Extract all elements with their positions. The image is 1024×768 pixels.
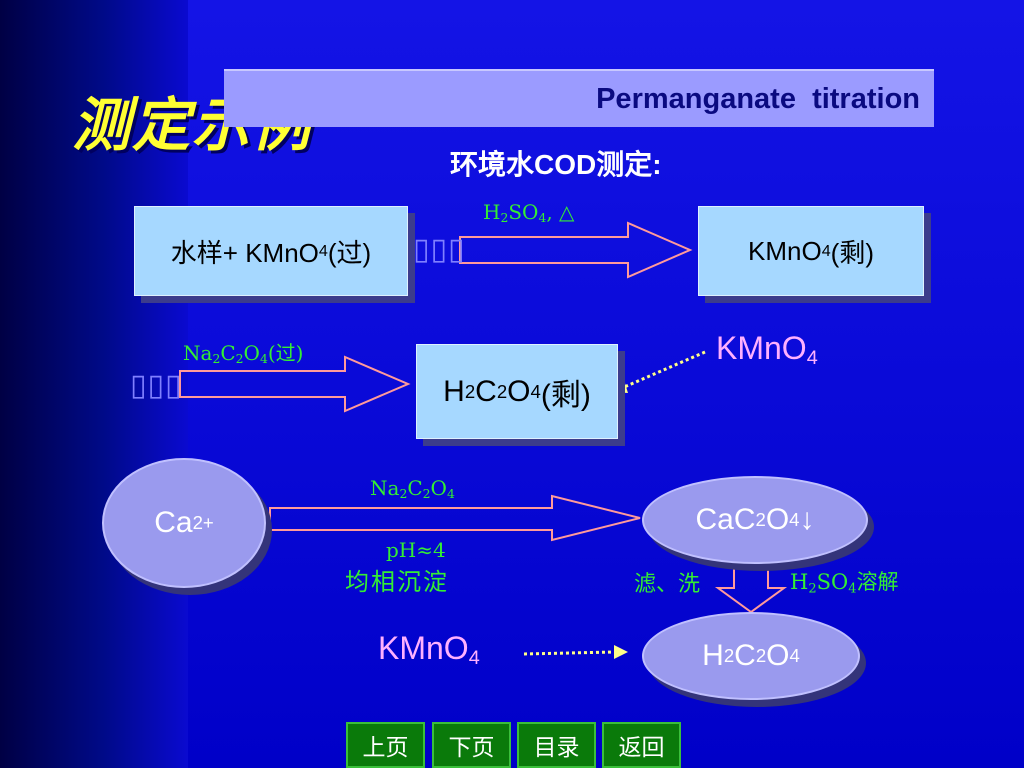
arrow-top-label-step3: Na2C2O4 [370, 476, 455, 501]
arrow-step1 [459, 221, 693, 279]
kmno4-remaining-suffix: (剩) [830, 237, 874, 268]
na2c2o4-s3: 4 [259, 351, 268, 367]
titrant2-a: KMnO [716, 330, 807, 366]
h2so4-suffix: , △ [546, 200, 575, 224]
na2c2o4-a: Na [183, 341, 213, 365]
h2c2o4b-c: O [766, 639, 790, 672]
na2c2o4b-b: C [407, 476, 423, 500]
h2so4-h: H [483, 200, 501, 224]
homogeneous-precipitation-label: 均相沉淀 [345, 568, 449, 596]
arrow-down [714, 561, 788, 614]
h2c2o4b-s2: 2 [755, 645, 767, 666]
ph-label: pH≈4 [386, 538, 446, 562]
h2c2o4b-a: H [702, 639, 724, 672]
subtitle: 环境水COD测定: [450, 149, 662, 180]
ca-sup: 2+ [192, 512, 214, 533]
cac2o4-a: CaC [695, 503, 756, 536]
dissolve-label: H2SO4溶解 [790, 566, 899, 596]
arrow-step3 [269, 494, 641, 542]
na2c2o4b-s1: 2 [399, 486, 408, 502]
filter-wash-label: 滤、洗 [634, 572, 701, 597]
na2c2o4-c: O [243, 341, 260, 365]
arrow-label-step1: H2SO4, △ [483, 200, 574, 225]
dissolve-a: H [790, 570, 809, 594]
header-text: Permanganate titration [596, 83, 920, 115]
precipitate-arrow-icon: ↓ [799, 503, 815, 536]
titrant3-s: 4 [468, 646, 480, 669]
cac2o4-s1: 2 [755, 509, 766, 530]
h2c2o4b-s1: 2 [723, 645, 735, 666]
h2c2o4b-s3: 4 [789, 645, 800, 666]
h2so4-so: SO [508, 200, 539, 224]
dotted-arrow-step3 [523, 650, 615, 656]
na2c2o4b-s2: 2 [422, 486, 431, 502]
na2c2o4-s2: 2 [235, 351, 244, 367]
prev-page-button[interactable]: 上页 [346, 722, 425, 768]
titrant-label-step3: KMnO4 [378, 630, 480, 670]
connector-glyph-step2: ▯▯▯ [130, 368, 183, 403]
na2c2o4b-s3: 4 [446, 486, 455, 502]
dotted-arrow-head-step3 [614, 645, 628, 659]
na2c2o4-suffix: (过) [267, 341, 304, 365]
cac2o4-s2: 4 [789, 509, 800, 530]
dissolve-s1: 2 [808, 581, 817, 597]
table-of-contents-button[interactable]: 目录 [517, 722, 596, 768]
kmno4-remaining-prefix: KMnO [748, 235, 822, 266]
connector-glyph-step1: ▯▯▯ [413, 232, 466, 267]
dissolve-b: SO [816, 570, 849, 594]
sample-box-suffix: (过) [327, 237, 372, 268]
h2c2o4b-b: C [734, 639, 756, 672]
dissolve-s2: 4 [848, 581, 857, 597]
h2c2o4-a: H [443, 374, 465, 408]
h2c2o4-s2: 2 [496, 380, 508, 402]
titrant-label-step2: KMnO4 [716, 330, 818, 370]
sample-box-sub: 4 [318, 241, 328, 260]
h2c2o4-s3: 4 [530, 380, 541, 402]
h2c2o4-b: C [475, 374, 497, 408]
dissolve-suffix: 溶解 [856, 570, 899, 594]
back-button[interactable]: 返回 [602, 722, 681, 768]
titrant3-a: KMnO [378, 630, 469, 666]
titrant2-s: 4 [806, 346, 818, 369]
sample-box-prefix: 水样+ KMnO [170, 237, 319, 268]
h2so4-s1: 2 [500, 210, 509, 226]
arrow-step2 [179, 355, 411, 413]
kmno4-remaining-sub: 4 [821, 241, 831, 260]
cac2o4-b: O [765, 503, 790, 536]
h2c2o4-suffix: (剩) [540, 378, 591, 412]
h2so4-s2: 4 [538, 210, 547, 226]
left-gradient-band [0, 0, 188, 768]
arrow-label-step2: Na2C2O4(过) [183, 337, 303, 366]
na2c2o4-b: C [220, 341, 236, 365]
header-bar: Permanganate titration [224, 69, 934, 127]
na2c2o4-s1: 2 [212, 351, 221, 367]
ca-a: Ca [154, 506, 193, 539]
h2c2o4-c: O [507, 374, 531, 408]
dotted-arrow-step2 [621, 350, 706, 390]
next-page-button[interactable]: 下页 [432, 722, 511, 768]
h2c2o4-s1: 2 [464, 380, 476, 402]
na2c2o4b-a: Na [370, 476, 400, 500]
na2c2o4b-c: O [430, 476, 447, 500]
